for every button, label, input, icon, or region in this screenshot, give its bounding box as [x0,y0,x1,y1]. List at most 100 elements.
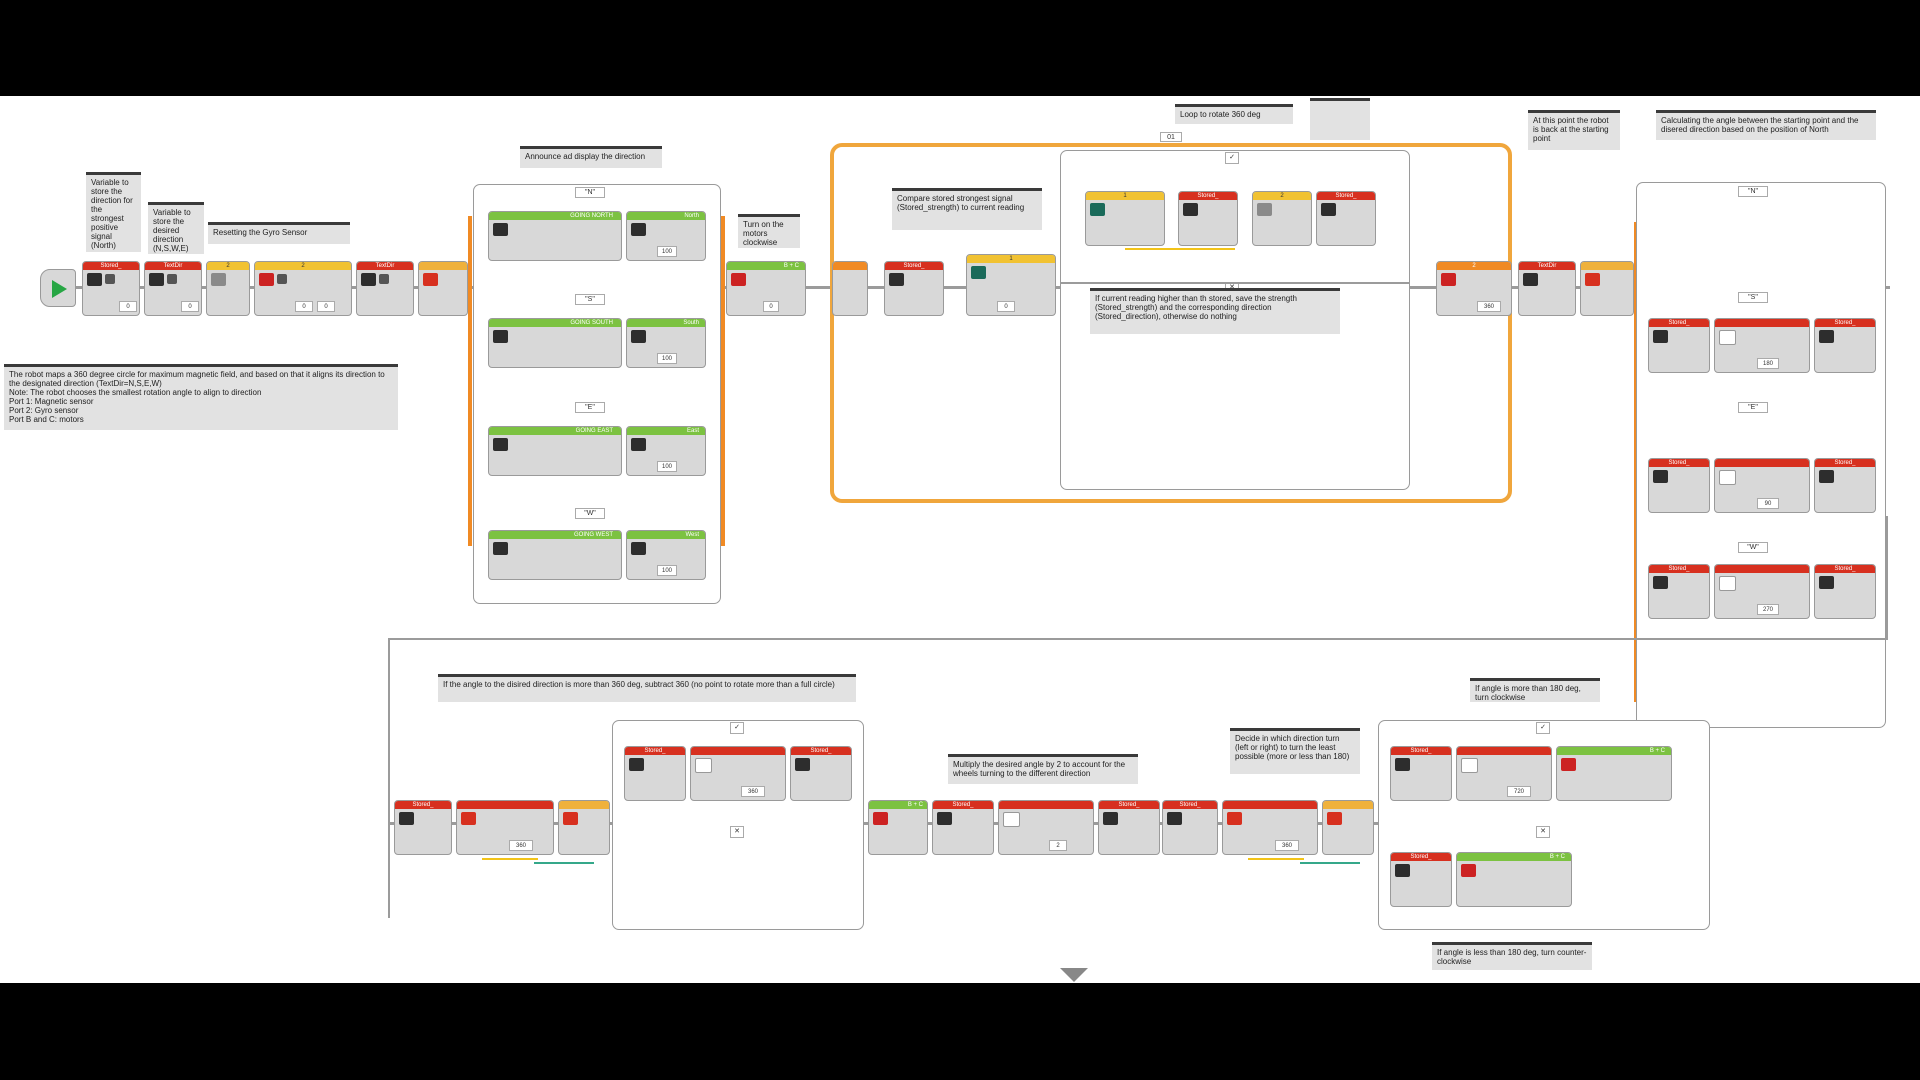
loop-end-gyro[interactable]: 2 360 [1436,261,1512,316]
stored-var-sub-write[interactable]: Stored_ [790,746,852,801]
scroll-down-icon[interactable] [1060,968,1088,982]
switch-container-angle[interactable] [1636,182,1886,728]
math-block-s[interactable]: 180 [1714,318,1810,373]
comment-subtract[interactable]: If the angle to the disired direction is… [438,674,856,702]
sound-display-block-west[interactable]: GOING WEST [488,530,622,580]
block-value[interactable]: 90 [1757,498,1779,509]
stored-var-mult-read[interactable]: Stored_ [932,800,994,855]
comment-decide[interactable]: Decide in which direction turn (left or … [1230,728,1360,774]
variable-write-strength[interactable]: Stored_ [1178,191,1238,246]
switch-block-decide[interactable] [1322,800,1374,855]
tank-move-cw[interactable]: B + C [1556,746,1672,801]
stored-var-sub-read[interactable]: Stored_ [624,746,686,801]
sound-display-block-east[interactable]: GOING EAST [488,426,622,476]
sound-display-block-south[interactable]: GOING SOUTH [488,318,622,368]
comment-announce[interactable]: Announce ad display the direction [520,146,662,168]
block-value[interactable]: 0 [295,301,313,312]
math-sub-block[interactable]: 360 [690,746,786,801]
block-value[interactable]: 2 [1049,840,1067,851]
tank-stop-block[interactable]: B + C [868,800,928,855]
sound-block-south[interactable]: South 100 [626,318,706,368]
comment-var-desired[interactable]: Variable to store the desired direction … [148,202,204,254]
comment-back-start[interactable]: At this point the robot is back at the s… [1528,110,1620,150]
case-tab-e-2[interactable]: "E" [1738,402,1768,413]
variable-textdir-2[interactable]: TextDir [1518,261,1576,316]
volume-value[interactable]: 100 [657,565,677,576]
case-tab-s-2[interactable]: "S" [1738,292,1768,303]
stored-var-s-write[interactable]: Stored_ [1814,318,1876,373]
stored-var-mult-write[interactable]: Stored_ [1098,800,1160,855]
comment-turn-motors[interactable]: Turn on the motors clockwise [738,214,800,248]
sound-display-block-north[interactable]: GOING NORTH [488,211,622,261]
block-value[interactable]: 270 [1757,604,1779,615]
stored-var-e[interactable]: Stored_ [1648,458,1710,513]
math-mult-block[interactable]: 2 [998,800,1094,855]
tank-move-block[interactable]: B + C 0 [726,261,806,316]
stored-var-read-b1[interactable]: Stored_ [394,800,452,855]
variable-block-textdir-read[interactable]: TextDir [356,261,414,316]
case-tab-s[interactable]: "S" [575,294,605,305]
loop-start[interactable] [832,261,868,316]
comment-var-north[interactable]: Variable to store the direction for the … [86,172,141,252]
case-true-icon[interactable]: ✓ [1225,152,1239,164]
block-value[interactable]: 720 [1507,786,1531,797]
block-value[interactable]: 360 [741,786,765,797]
math-block-w[interactable]: 270 [1714,564,1810,619]
stored-var-s[interactable]: Stored_ [1648,318,1710,373]
stored-var-ccw-read[interactable]: Stored_ [1390,852,1452,907]
comment-multiply[interactable]: Multiply the desired angle by 2 to accou… [948,754,1138,784]
gyro-read-block[interactable]: 2 [1252,191,1312,246]
volume-value[interactable]: 100 [657,246,677,257]
comment-compare[interactable]: Compare stored strongest signal (Stored_… [892,188,1042,230]
case-tab-n-2[interactable]: "N" [1738,186,1768,197]
case-false-icon[interactable]: ✕ [730,826,744,838]
gyro-reset-block[interactable]: 2 [206,261,250,316]
stored-var-e-write[interactable]: Stored_ [1814,458,1876,513]
variable-block-stored[interactable]: Stored_ 0 [82,261,140,316]
comment-if-current[interactable]: If current reading higher than th stored… [1090,288,1340,334]
case-tab-w[interactable]: "W" [575,508,605,519]
tank-move-ccw[interactable]: B + C [1456,852,1572,907]
variable-stored-strength[interactable]: Stored_ [884,261,944,316]
block-value[interactable]: 360 [1275,840,1299,851]
sound-block-north[interactable]: North 100 [626,211,706,261]
stored-var-cw-read[interactable]: Stored_ [1390,746,1452,801]
compare-block-b1[interactable]: 360 [456,800,554,855]
block-value[interactable]: 0 [119,301,137,312]
comment-calc-angle[interactable]: Calculating the angle between the starti… [1656,110,1876,140]
comment-reset-gyro[interactable]: Resetting the Gyro Sensor [208,222,350,244]
comment-less180[interactable]: If angle is less than 180 deg, turn coun… [1432,942,1592,970]
switch-block-b1[interactable] [558,800,610,855]
block-value[interactable]: 360 [509,840,533,851]
variable-write-direction[interactable]: Stored_ [1316,191,1376,246]
stored-var-decide-read[interactable]: Stored_ [1162,800,1218,855]
block-value[interactable]: 0 [763,301,779,312]
loop-container[interactable] [830,143,1512,503]
volume-value[interactable]: 100 [657,461,677,472]
start-block[interactable] [40,269,76,307]
comment-loop-rotate[interactable]: Loop to rotate 360 deg [1175,104,1293,124]
variable-block-textdir[interactable]: TextDir 0 [144,261,202,316]
case-true-icon[interactable]: ✓ [730,722,744,734]
math-block-e[interactable]: 90 [1714,458,1810,513]
sound-block-west[interactable]: West 100 [626,530,706,580]
loop-name[interactable]: 01 [1160,132,1182,142]
compare-decide-block[interactable]: 360 [1222,800,1318,855]
magnetic-sensor-read[interactable]: 1 [1085,191,1165,246]
case-tab-w-2[interactable]: "W" [1738,542,1768,553]
wait-gyro-block[interactable]: 2 0 0 [254,261,352,316]
case-true-icon[interactable]: ✓ [1536,722,1550,734]
block-value[interactable]: 180 [1757,358,1779,369]
comment-description[interactable]: The robot maps a 360 degree circle for m… [4,364,398,430]
comment-more180[interactable]: If angle is more than 180 deg, turn cloc… [1470,678,1600,702]
block-value[interactable]: 0 [997,301,1015,312]
case-false-icon[interactable]: ✕ [1536,826,1550,838]
compare-magnetic-block[interactable]: 1 0 [966,254,1056,316]
comment-empty[interactable] [1310,98,1370,140]
switch-block[interactable] [418,261,468,316]
block-value[interactable]: 0 [317,301,335,312]
volume-value[interactable]: 100 [657,353,677,364]
math-cw-block[interactable]: 720 [1456,746,1552,801]
case-tab-n[interactable]: "N" [575,187,605,198]
sound-block-east[interactable]: East 100 [626,426,706,476]
